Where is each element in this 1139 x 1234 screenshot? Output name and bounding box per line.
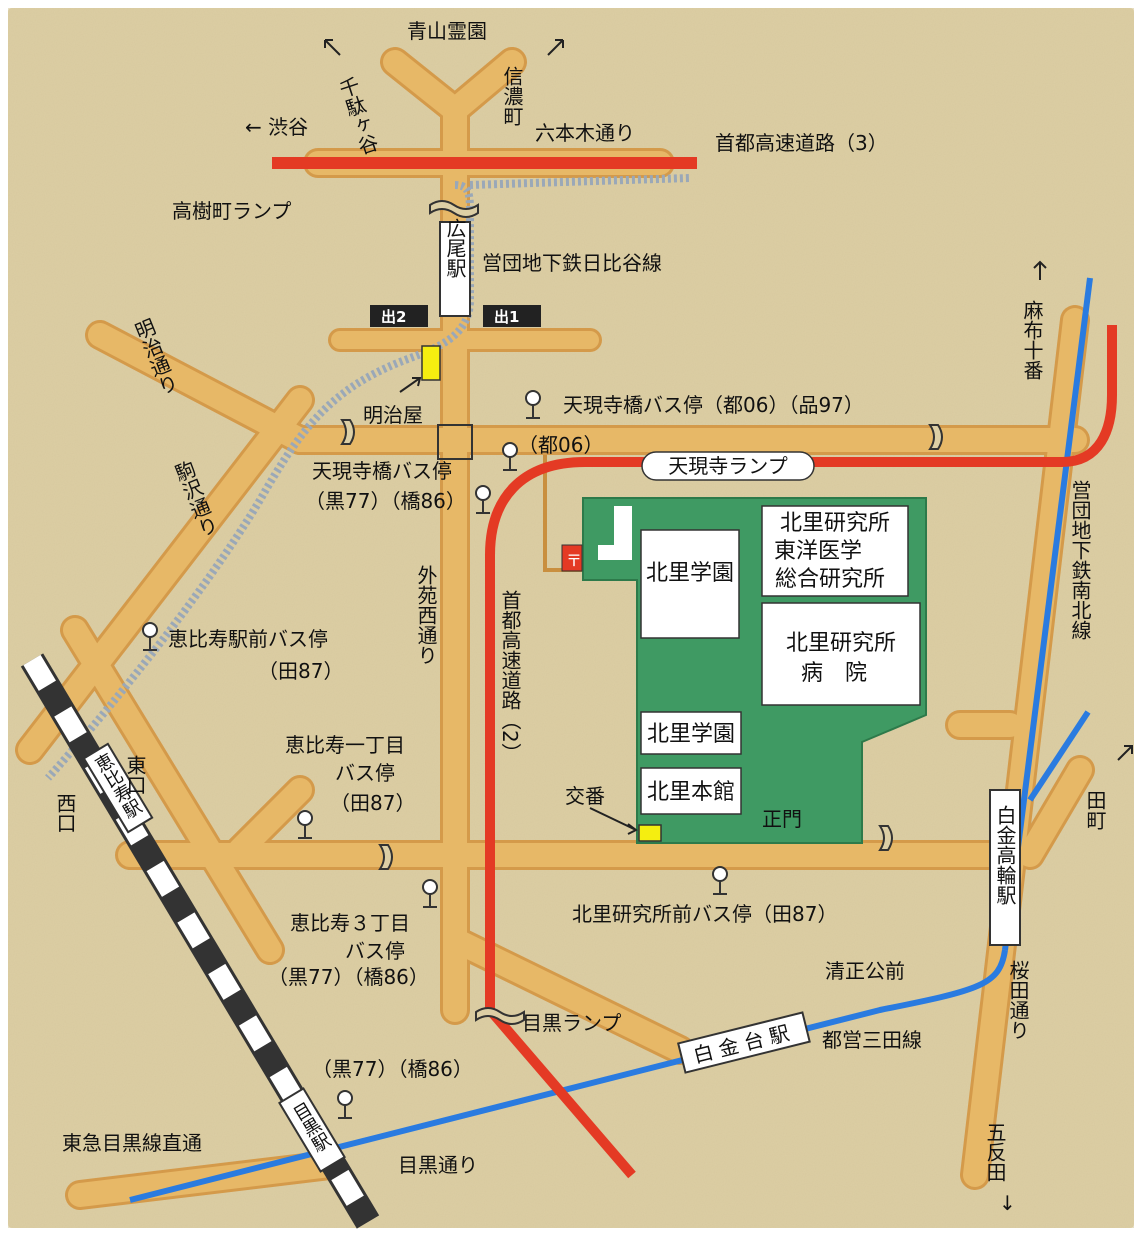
seimon-label: 正門 [762,807,802,831]
bus-stop-icon [525,390,541,419]
koban-marker [638,824,662,842]
bus-stop-icon [502,442,518,471]
gaien-nishi-dori-label: 外苑西通り [414,565,438,665]
hibiya-line-label: 営団地下鉄日比谷線 [482,251,662,275]
bus-stop-icon [422,879,438,908]
shuto-2-expressway [485,325,1117,1179]
aoyama-cemetery-label: 青山霊園 [407,19,487,43]
building-kitasato-gakuen-mid: 北里学園 [647,722,735,747]
building-kenkyusho: 北里研究所 [780,511,890,536]
tengenji-stop-left-codes: （黒77）（橋86） [305,489,466,513]
takagicho-ramp-label: 高樹町ランプ [172,199,291,223]
mita-area-label: 田町 [1083,790,1107,830]
building-toyo-igaku: 東洋医学 [774,539,862,564]
to-shibuya-label: ← 渋谷 [245,115,308,139]
namboku-line-label: 営団地下鉄南北線 [1068,480,1092,640]
mita-line-label: 都営三田線 [822,1028,922,1052]
to06-label: （都06） [518,433,603,457]
meijiya-marker [421,345,441,381]
shirokane-takanawa-station-box: 白金高輪駅 [989,789,1021,946]
tengenji-stop-top-label: 天現寺橋バス停（都06）（品97） [563,393,864,417]
ebisu-3-stop-label: 恵比寿３丁目 [290,911,410,935]
arrow-up-icon [1033,260,1047,280]
hiroo-station-box: 広尾駅 [439,218,471,317]
sakurada-dori-label: 桜田通り [1006,960,1030,1040]
mita-line [129,949,1008,1203]
bus-stop-icon [297,810,313,839]
bus-stop-icon [712,866,728,895]
ebisu-3-stop-b-label: バス停 [345,939,405,963]
tokyu-meguro-label: 東急目黒線直通 [62,1131,202,1155]
koban-label: 交番 [565,784,605,808]
shuto-2-label: 首都高速道路（2） [498,590,522,763]
kitasato-stop-label: 北里研究所前バス停（田87） [572,902,837,926]
gotanda-arrow-icon: ↓ [999,1191,1016,1215]
direction-arrows [324,39,1133,835]
exit-2-label: 出2 [381,308,406,326]
rail-ebisu-station [82,742,154,834]
tengenji-ramp-box [641,451,815,481]
bus-stop-icon [337,1090,353,1119]
shinanomachi-label: 信濃町 [500,66,524,126]
road-break-marks [340,200,943,1025]
ebisu-3-stop-codes: （黒77）（橋86） [268,965,429,989]
roppongi-dori-label: 六本木通り [535,121,635,145]
post-office-icon: 〒 [566,551,582,570]
building-honkan: 北里本館 [647,780,735,805]
hibiya-line-top [469,174,691,189]
namboku-line-branch [1027,710,1091,802]
east-exit-label: 東口 [123,755,147,795]
tengenji-ramp-label: 天現寺ランプ [668,454,787,478]
arrow-up-right-icon [547,39,564,56]
shirokane-takanawa-station-label: 白金高輪駅 [993,805,1017,906]
building-hospital-line1: 北里研究所 [786,631,896,656]
exit-1-label: 出1 [494,308,519,326]
azabu-juban-label: 麻布十番 [1020,300,1044,380]
bus-stop-icon [475,485,491,514]
intersection-marker [437,424,473,460]
ebisu-1-stop-b-label: バス停 [335,761,395,785]
west-exit-label: 西口 [53,793,77,833]
meijiya-arrow-icon [399,377,422,393]
hiroo-station-label: 広尾駅 [443,218,467,279]
arrow-up-right-icon [1117,745,1133,761]
exit-markers: 出2 出1 [370,305,541,327]
ebisu-station-stop-code: （田87） [258,659,343,683]
meguro-dori-label: 目黒通り [398,1153,478,1177]
ebisu-station-stop-label: 恵比寿駅前バス停 [168,627,328,651]
seishokoumae-label: 清正公前 [825,959,905,983]
koban-arrow-icon [589,807,638,835]
gotanda-label: 五反田 [983,1122,1007,1182]
map-labels: 青山霊園 千駄ヶ谷 信濃町 ← 渋谷 六本木通り 首都高速道路（3） 高樹町ラン… [53,19,1107,1215]
meguro-stop-codes: （黒77）（橋86） [312,1057,473,1081]
ebisu-1-stop-label: 恵比寿一丁目 [285,733,405,757]
ebisu-1-stop-code: （田87） [330,791,415,815]
building-sogo-kenkyusho: 総合研究所 [775,567,885,592]
building-hospital-line2: 病 院 [801,661,867,686]
campus-buildings: 北里学園 北里研究所 東洋医学 総合研究所 北里研究所 病 院 北里学園 北里本… [640,505,921,815]
building-kitasato-gakuen-top: 北里学園 [646,561,734,586]
bus-stop-icon [142,622,158,651]
bus-stop-icons [142,390,728,1119]
tengenji-stop-left-label: 天現寺橋バス停 [312,459,452,483]
shuto-3-label: 首都高速道路（3） [715,131,888,155]
meguro-ramp-label: 目黒ランプ [522,1011,621,1035]
meijiya-label: 明治屋 [363,403,423,427]
arrow-up-left-icon [324,39,341,56]
post-office-marker [561,544,583,572]
